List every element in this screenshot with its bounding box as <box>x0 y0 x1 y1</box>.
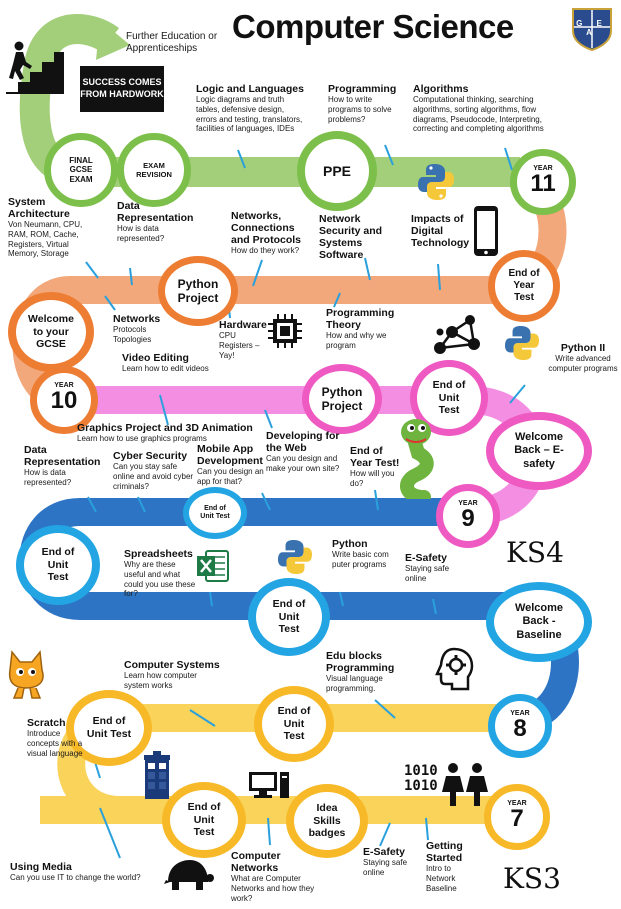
data-representation-y9-topic: Data Representation How is data represen… <box>24 444 101 487</box>
esafety-y8-topic: E-Safety Staying safe online <box>405 552 450 583</box>
python-project-y9-circle: Python Project <box>302 364 382 434</box>
cyber-security-topic: Cyber Security Can you stay safe online … <box>113 450 194 491</box>
programming-theory-topic: Programming Theory How and why we progra… <box>326 307 395 350</box>
mobile-app-topic: Mobile App Development Can you design an… <box>197 443 264 486</box>
algorithms-topic: Algorithms Computational thinking, searc… <box>413 83 544 134</box>
data-representation-topic: Data Representation How is data represen… <box>117 200 194 243</box>
road-arrow-head <box>96 20 130 60</box>
ks4-label: KS4 <box>506 536 564 569</box>
year-label: YEAR <box>510 710 530 717</box>
scratch-cat-icon <box>4 648 50 705</box>
logic-languages-topic: Logic and Languages Logic diagrams and t… <box>196 83 304 134</box>
end-of-unit-test-y9-circle: End of Unit Test <box>410 360 488 436</box>
crest-letters: G E A <box>576 19 608 37</box>
python-icon <box>278 539 312 580</box>
year-label: YEAR <box>54 382 74 389</box>
end-of-year-test-y10-circle: End of Year Test <box>488 250 560 322</box>
end-of-year-test-y9-topic: End of Year Test! How will you do? <box>350 445 400 488</box>
python-ii-topic: Python II Write advanced computer progra… <box>548 342 618 373</box>
ppe-circle: PPE <box>297 131 377 211</box>
using-media-topic: Using Media Can you use IT to change the… <box>10 861 141 883</box>
esafety-y7-topic: E-Safety Staying safe online <box>363 846 408 877</box>
turtle-icon <box>164 858 214 897</box>
snake-icon <box>396 417 452 504</box>
connector-lines <box>85 144 526 859</box>
year-number: 11 <box>530 170 556 197</box>
computer-icon <box>248 770 290 805</box>
networks-topic: Networks Protocols Topologies <box>113 313 161 344</box>
small-end-of-unit-test-circle: End of Unit Test <box>183 487 247 539</box>
school-crest-icon: G E A <box>569 5 615 52</box>
page-title: Computer Science <box>232 8 514 45</box>
exam-revision-circle: EXAM REVISION <box>117 133 191 207</box>
python-y8-topic: Python Write basic com puter programs <box>332 538 389 569</box>
welcome-back-esafety-circle: Welcome Back – E-safety <box>486 412 592 490</box>
success-banner: SUCCESS COMES FROM HARDWORK <box>80 66 164 112</box>
edu-blocks-topic: Edu blocks Programming Visual language p… <box>326 650 395 693</box>
year-label: YEAR <box>458 500 478 507</box>
networks-connections-topic: Networks, Connections and Protocols How … <box>231 210 302 256</box>
getting-started-topic: Getting Started Intro to Network Baselin… <box>426 840 463 893</box>
idea-skills-badges-circle: Idea Skills badges <box>286 784 368 858</box>
computer-networks-topic: Computer Networks What are Computer Netw… <box>231 850 315 903</box>
python-icon <box>505 325 539 366</box>
further-education-text: Further Education or Apprenticeships <box>126 31 218 55</box>
year-9-badge: YEAR 9 <box>436 484 500 548</box>
computer-systems-topic: Computer Systems Learn how computer syst… <box>124 659 220 690</box>
final-gcse-exam-circle: FINAL GCSE EXAM <box>44 133 118 207</box>
impacts-digital-topic: Impacts of Digital Technology <box>411 213 470 250</box>
network-security-topic: Network Security and Systems Software <box>319 213 383 262</box>
welcome-back-baseline-circle: Welcome Back - Baseline <box>486 582 592 662</box>
developing-web-topic: Developing for the Web Can you design an… <box>266 430 340 473</box>
end-of-unit-test-y7-a-circle: End of Unit Test <box>66 690 152 766</box>
year-label: YEAR <box>533 165 553 172</box>
police-box-icon <box>142 751 172 804</box>
welcome-gcse-circle: Welcome to your GCSE <box>8 292 94 372</box>
system-architecture-topic: System Architecture Von Neumann, CPU, RA… <box>8 196 83 259</box>
stairs-icon <box>4 38 66 99</box>
chip-icon <box>267 313 303 354</box>
ks3-label: KS3 <box>503 862 561 895</box>
graphics-project-topic: Graphics Project and 3D Animation Learn … <box>77 422 253 444</box>
end-of-unit-test-y8-mid-circle: End of Unit Test <box>248 578 330 656</box>
programming-topic: Programming How to write programs to sol… <box>328 83 397 124</box>
end-of-unit-test-y7-b-circle: End of Unit Test <box>254 686 334 762</box>
scratch-topic: Scratch Introduce concepts with a visual… <box>27 717 83 758</box>
python-icon <box>418 163 454 206</box>
brain-gear-icon <box>434 647 476 696</box>
end-of-unit-test-y7-c-circle: End of Unit Test <box>162 782 246 858</box>
binary-people-icon: 1010 1010 <box>404 762 492 808</box>
year-10-badge: YEAR 10 <box>30 366 98 434</box>
phone-icon <box>473 205 499 262</box>
network-icon <box>430 312 484 363</box>
year-number: 8 <box>513 715 527 742</box>
year-label: YEAR <box>507 800 527 807</box>
python-project-y10-circle: Python Project <box>158 256 238 326</box>
end-of-unit-test-y8-left-circle: End of Unit Test <box>16 525 100 605</box>
year-8-badge: YEAR 8 <box>488 694 552 758</box>
video-editing-topic: Video Editing Learn how to edit videos <box>122 352 209 374</box>
year-7-badge: YEAR 7 <box>484 784 550 850</box>
year-11-badge: YEAR 11 <box>510 149 576 215</box>
year-number: 10 <box>50 387 78 414</box>
hardware-topic: Hardware CPU Registers – Yay! <box>219 319 267 360</box>
spreadsheets-topic: Spreadsheets Why are these useful and wh… <box>124 548 196 599</box>
binary-text: 1010 1010 <box>404 763 438 795</box>
year-number: 9 <box>461 505 475 532</box>
excel-icon <box>196 549 230 588</box>
year-number: 7 <box>510 805 524 832</box>
